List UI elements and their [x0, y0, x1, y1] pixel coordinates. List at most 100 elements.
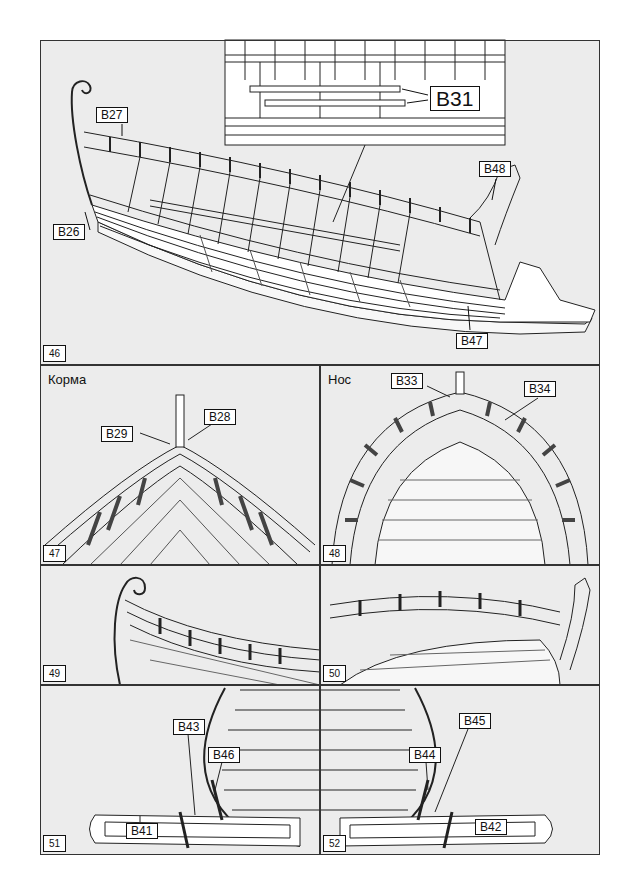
hull-drawing-stroke: [84, 132, 500, 300]
stern-drawing-stroke: [62, 466, 298, 565]
step-number: 50: [323, 665, 346, 682]
bow-drawing-stroke: [375, 442, 545, 565]
part-label: B44: [414, 748, 435, 762]
keel-stern-stroke: [105, 822, 290, 838]
view-heading: Нос: [328, 372, 351, 387]
step-panel: 49: [40, 565, 320, 685]
bow-view-stroke: [360, 650, 550, 670]
part-label: B41: [131, 824, 152, 838]
step-panel: B33B34 Нос 48: [320, 365, 600, 565]
stern-drawing-stroke: [88, 478, 272, 545]
part-callout: B45: [459, 713, 491, 729]
panel-grounds-stroke: [320, 685, 600, 855]
detail-inset-stroke: [250, 86, 400, 92]
bow-view-stroke: [560, 578, 590, 670]
bow-view-stroke: [330, 596, 560, 625]
stern-drawing: [45, 395, 315, 565]
keel-stern-stroke: [180, 780, 222, 848]
part-callout: B28: [204, 409, 236, 425]
bow-drawing-stroke: [332, 392, 588, 565]
stern-view-stroke: [115, 578, 145, 685]
bow-drawing-stroke: [378, 480, 542, 540]
detail-inset-stroke: [225, 40, 505, 145]
stern-drawing-stroke: [90, 478, 270, 565]
step-number: 52: [323, 835, 346, 852]
stern-view-stroke: [160, 618, 280, 664]
panel-grounds: [40, 40, 600, 855]
part-label: B45: [464, 714, 485, 728]
part-callout: B41: [126, 823, 158, 839]
part-callout: B29: [101, 426, 133, 442]
detail-inset-stroke: [333, 145, 365, 222]
part-label: B43: [178, 720, 199, 734]
stern-drawing-stroke: [140, 424, 212, 444]
hull-drawing-stroke: [92, 205, 595, 322]
panel-grounds-stroke: [320, 365, 600, 565]
keel-bow-stroke: [350, 822, 535, 838]
stern-view: [115, 578, 320, 685]
step-panel: B27B26 B31B48B47 46: [40, 40, 600, 365]
leader-lines: [85, 89, 496, 330]
step-number: 49: [43, 665, 66, 682]
hull-drawing-stroke: [200, 235, 410, 307]
part-label: B48: [484, 162, 505, 176]
leader-lines-stroke: [122, 124, 123, 136]
detail-inset: [225, 40, 505, 222]
part-callout: B48: [479, 161, 511, 177]
stern-drawing-stroke: [50, 454, 310, 552]
stern-drawing-stroke: [176, 395, 184, 447]
panel-grounds-stroke: [40, 685, 320, 855]
part-label: B42: [480, 820, 501, 834]
hull-drawing-stroke: [72, 81, 92, 205]
keel-bow: [320, 688, 553, 848]
leader-lines-stroke: [402, 89, 428, 103]
step-number: 46: [43, 345, 66, 362]
leader-lines-stroke: [492, 179, 496, 200]
hull-drawing-stroke: [97, 217, 505, 314]
step-panel: B45B44B42 52: [320, 685, 600, 855]
keel-bow-stroke: [418, 780, 452, 848]
step-panel: B29B28Корма47: [40, 365, 320, 565]
part-callout: B33: [391, 373, 423, 389]
panel-grounds-stroke: [40, 565, 320, 685]
bow-drawing: [332, 372, 588, 565]
part-callout: B31: [430, 86, 480, 111]
part-callout: B46: [208, 747, 240, 763]
part-label: B47: [461, 334, 482, 348]
part-label: B29: [106, 427, 127, 441]
bow-view-stroke: [340, 640, 560, 685]
bow-view-stroke: [360, 591, 520, 616]
detail-inset-stroke: [265, 100, 405, 106]
hull-drawing-stroke: [470, 165, 520, 245]
step-panel: 50: [320, 565, 600, 685]
keel-bow-stroke: [426, 724, 490, 818]
part-label: B34: [529, 382, 550, 396]
part-callout: B34: [524, 381, 556, 397]
part-callout: B44: [409, 747, 441, 763]
part-label: B27: [101, 108, 122, 122]
bow-drawing-stroke: [345, 402, 575, 520]
part-callout: B42: [475, 819, 507, 835]
part-callout: B26: [53, 224, 85, 240]
hull-drawing-stroke: [150, 200, 400, 251]
part-callout: B27: [96, 107, 128, 123]
bow-view: [330, 578, 590, 685]
bow-drawing-stroke: [350, 410, 570, 565]
step-panel: B43B46B41 51: [40, 685, 320, 855]
hull-drawing-stroke: [90, 195, 500, 290]
keel-stern-stroke: [90, 815, 301, 846]
bow-drawing-stroke: [427, 386, 538, 420]
bow-drawing-stroke: [456, 372, 464, 394]
stern-view-stroke: [130, 640, 320, 685]
leader-lines-stroke: [85, 212, 90, 230]
step-number: 48: [323, 545, 346, 562]
panel-grounds-stroke: [40, 365, 320, 565]
part-label: B46: [213, 748, 234, 762]
part-label: B28: [209, 410, 230, 424]
step-number: 51: [43, 835, 66, 852]
view-heading: Корма: [48, 372, 86, 387]
hull-drawing-stroke: [128, 157, 410, 283]
hull-drawing-stroke: [100, 226, 500, 318]
panel-grounds-stroke: [40, 40, 600, 365]
